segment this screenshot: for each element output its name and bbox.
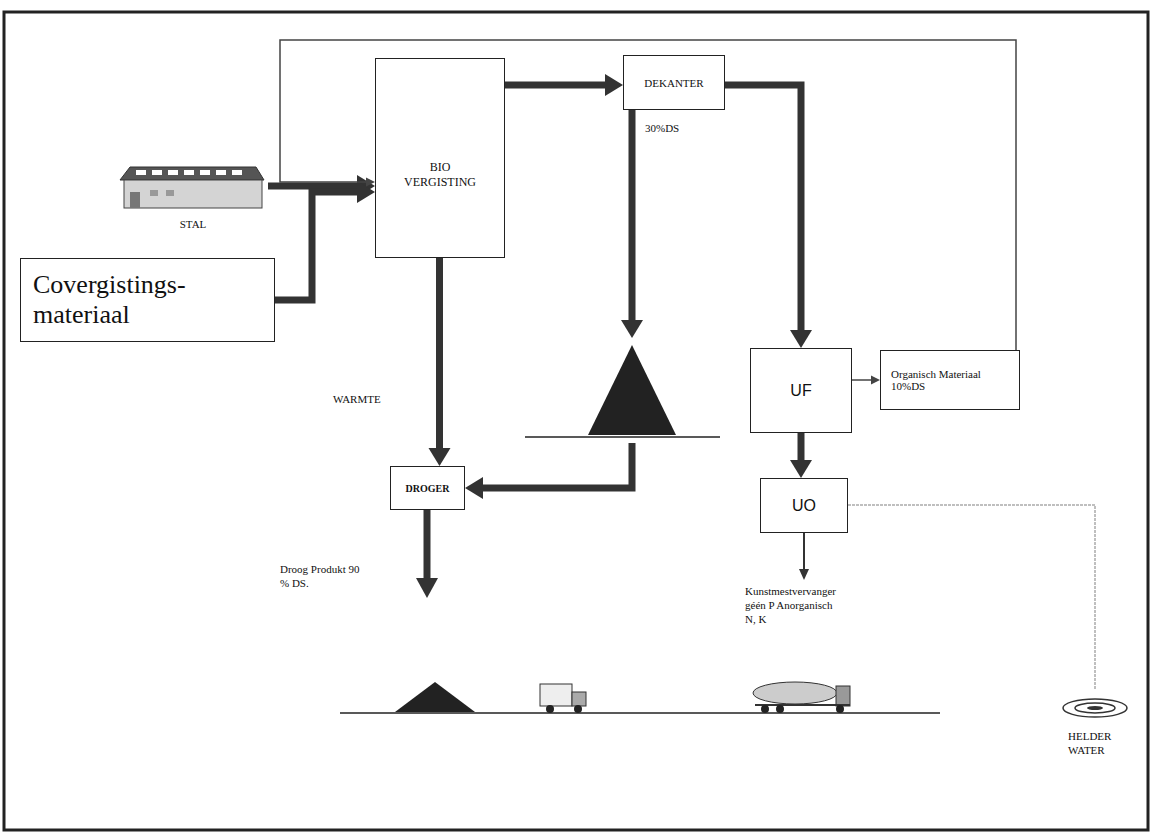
input-box: Covergistings- materiaal <box>20 258 275 342</box>
edge-label: WARMTE <box>333 393 381 407</box>
node-text: BIO VERGISTING <box>400 160 480 190</box>
label-text: Kunstmestvervanger géén P Anorganisch N,… <box>745 585 845 626</box>
edge-label-text: WARMTE <box>333 393 381 407</box>
connector-line <box>852 379 873 381</box>
arrow-head <box>429 448 451 466</box>
connector-line <box>275 192 359 300</box>
dry-pile <box>395 682 475 712</box>
pile <box>525 345 720 437</box>
stable-icon <box>120 167 264 208</box>
fertilizer-label: Kunstmestvervanger géén P Anorganisch N,… <box>745 585 845 626</box>
node-text: Covergistings- materiaal <box>33 270 243 330</box>
edge-label-text: 30%DS <box>645 122 679 136</box>
connector-line <box>280 40 1016 350</box>
node-text: DEKANTER <box>644 77 703 89</box>
flow-arrow <box>725 85 812 348</box>
node-text: Organisch Materiaal 10%DS <box>891 368 996 392</box>
connector-line <box>481 443 632 488</box>
arrow-head <box>605 74 623 96</box>
flow-arrow <box>280 40 1016 350</box>
node-text: STAL <box>180 218 207 230</box>
flow-arrow <box>275 181 375 300</box>
water-label: HELDER WATER <box>1068 730 1120 758</box>
node-text: UO <box>792 497 816 515</box>
uo-box: UO <box>760 478 848 533</box>
connector-line <box>629 110 636 322</box>
stable-label: STAL <box>118 162 268 232</box>
arrow-head <box>366 178 375 187</box>
dry-product-arrow <box>416 510 438 598</box>
dryer-box: DROGER <box>390 466 465 510</box>
connector-line <box>436 258 443 450</box>
product-label: Droog Produkt 90 % DS. <box>280 563 370 591</box>
water-splash <box>1063 699 1127 717</box>
connector-line <box>725 85 801 332</box>
decanter-box: DEKANTER <box>623 55 725 110</box>
organic-box: Organisch Materiaal 10%DS <box>880 350 1020 410</box>
connector-line <box>268 183 359 190</box>
tanker-truck <box>753 682 850 713</box>
arrow-head <box>790 330 812 348</box>
flow-arrow <box>505 74 623 96</box>
flow-arrow <box>790 433 812 478</box>
arrow-head <box>465 477 483 499</box>
water-line <box>848 505 1095 690</box>
fertilizer-arrow <box>799 533 809 580</box>
arrow-head <box>871 376 880 385</box>
connector-line <box>505 82 607 89</box>
small-truck <box>540 684 586 713</box>
digester-box: BIO VERGISTING <box>375 58 505 258</box>
connector-line <box>798 433 805 462</box>
ground-line <box>340 712 940 714</box>
flow-arrow <box>852 376 880 385</box>
flow-arrow <box>429 258 451 466</box>
uf-box: UF <box>750 348 852 433</box>
node-text: DROGER <box>406 483 450 494</box>
arrow-head <box>790 460 812 478</box>
label-text: HELDER WATER <box>1068 730 1120 758</box>
arrow-head <box>621 320 643 338</box>
label-text: Droog Produkt 90 % DS. <box>280 563 370 591</box>
node-text: UF <box>790 382 811 400</box>
edge-label: 30%DS <box>645 122 679 136</box>
frame <box>4 12 1148 830</box>
